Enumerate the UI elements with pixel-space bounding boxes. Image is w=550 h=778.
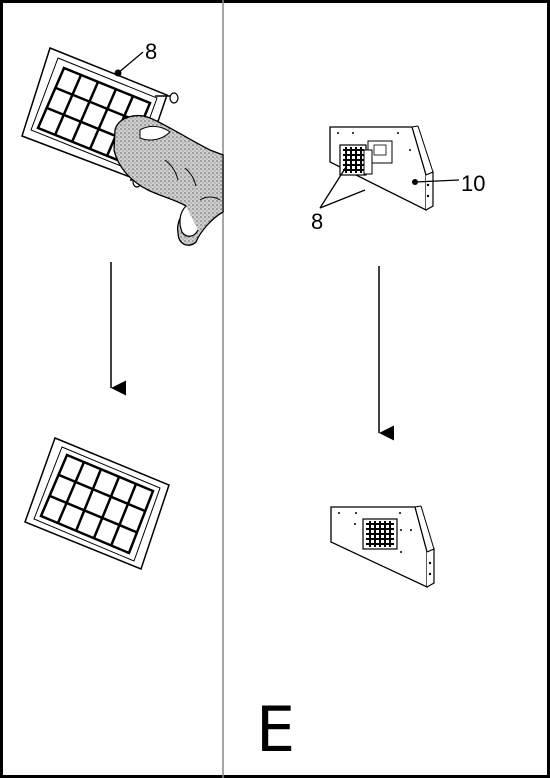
- callout-label-8-left: 8: [145, 39, 157, 64]
- callout-panel: 10: [412, 171, 485, 196]
- callout-label-10: 10: [461, 171, 485, 196]
- finger-icon: [113, 115, 224, 246]
- figure-letter: E: [256, 693, 295, 766]
- callout-label-8-right: 8: [311, 209, 323, 234]
- filter-clean: [24, 437, 170, 570]
- callout-filters-right: 8: [311, 166, 366, 234]
- callout-filter-left: 8: [114, 39, 157, 77]
- back-panel-assembled: [330, 505, 435, 589]
